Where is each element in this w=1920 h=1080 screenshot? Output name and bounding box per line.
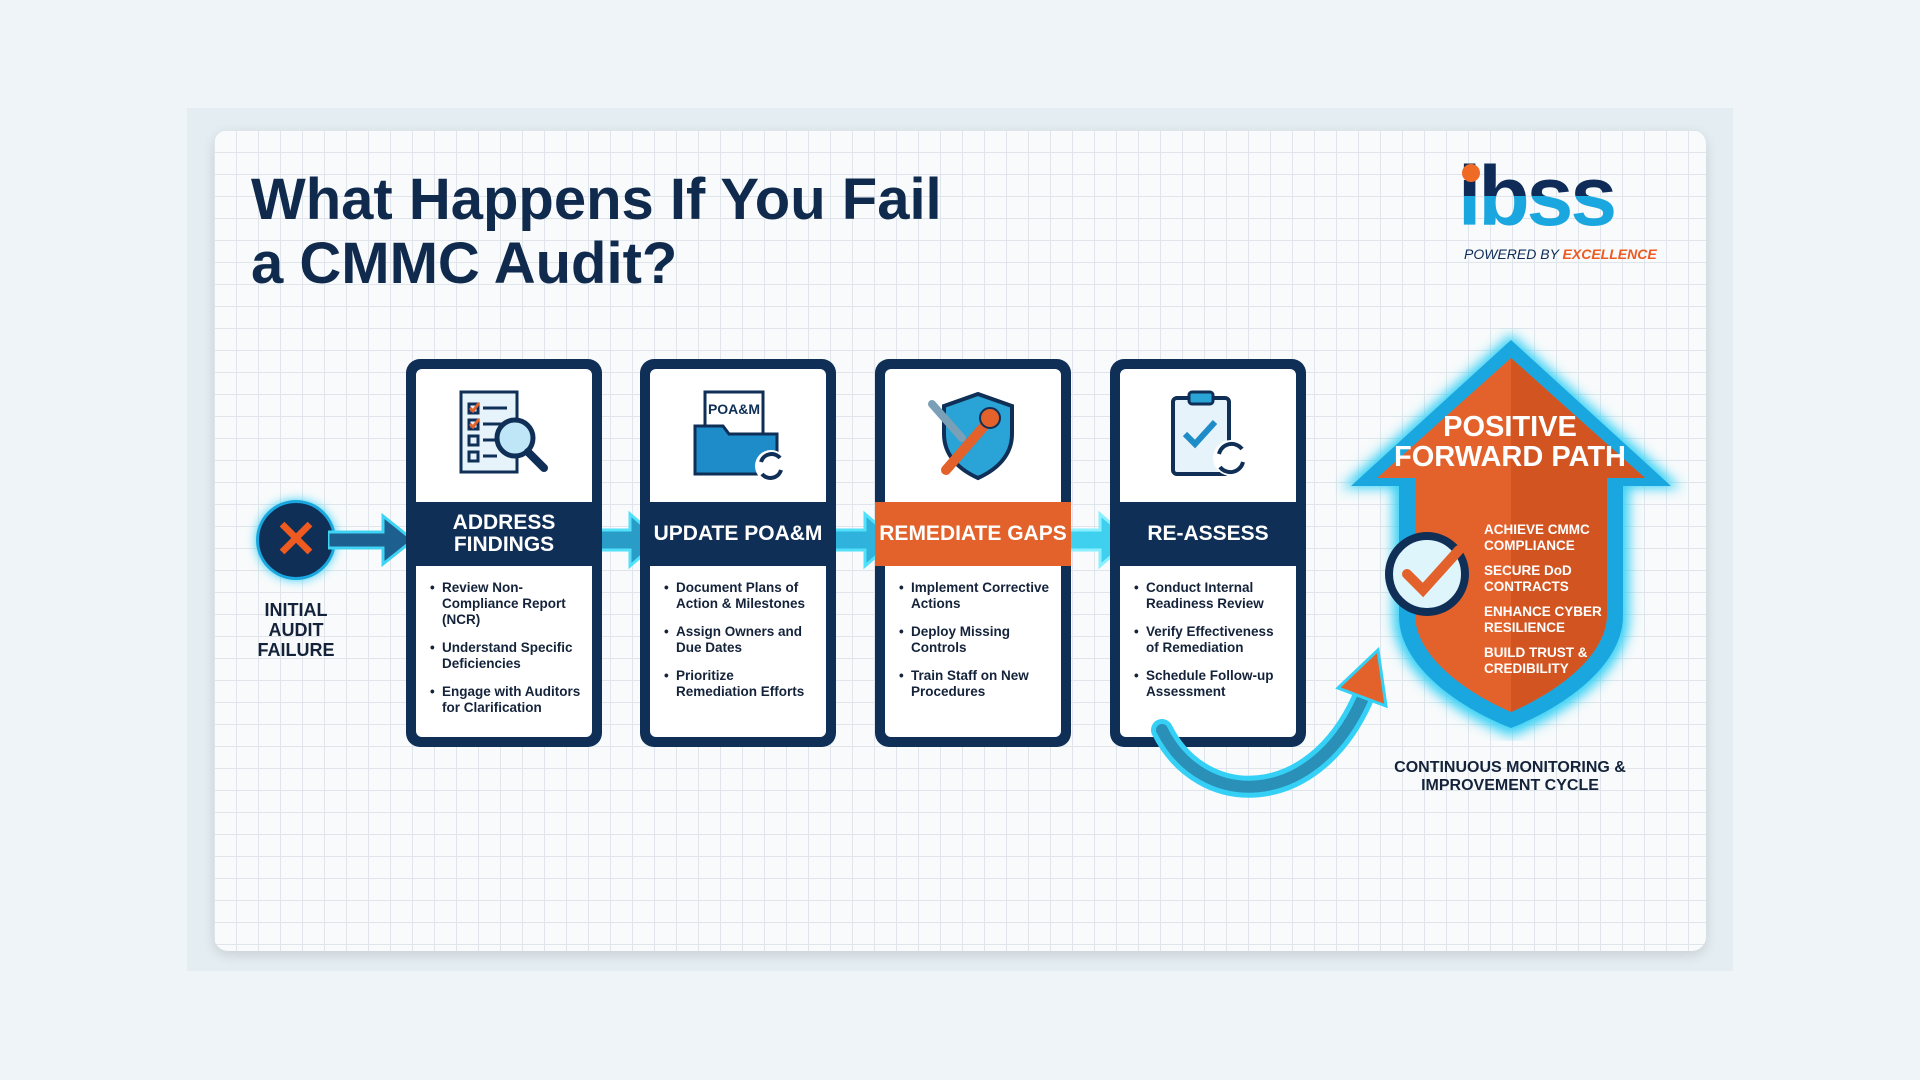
list-item: Engage with Auditors for Clarification — [430, 684, 584, 716]
step-title: RE-ASSESS — [1147, 522, 1269, 545]
wrench-shield-icon — [885, 369, 1061, 502]
step-list: Conduct Internal Readiness Review Verify… — [1120, 566, 1296, 737]
logo-tagline: POWERED BY EXCELLENCE — [1464, 246, 1657, 262]
folder-refresh-icon: POA&M — [650, 369, 826, 502]
svg-text:POA&M: POA&M — [708, 401, 760, 417]
benefits-list: ACHIEVE CMMC COMPLIANCE SECURE DoD CONTR… — [1484, 522, 1624, 686]
list-item: Deploy Missing Controls — [899, 624, 1053, 656]
x-icon: ✕ — [256, 500, 336, 580]
step-remediate-gaps: REMEDIATE GAPS Implement Corrective Acti… — [875, 359, 1071, 747]
step-title: UPDATE POA&M — [653, 522, 823, 545]
initial-failure-label: INITIAL AUDIT FAILURE — [257, 600, 335, 660]
clipboard-refresh-icon — [1120, 369, 1296, 502]
outcome-title: POSITIVE FORWARD PATH — [1394, 411, 1626, 473]
checklist-magnifier-icon — [416, 369, 592, 502]
step-list: Implement Corrective Actions Deploy Miss… — [885, 566, 1061, 737]
benefit-item: ACHIEVE CMMC COMPLIANCE — [1484, 522, 1590, 553]
list-item: Prioritize Remediation Efforts — [664, 668, 818, 700]
shield-arrow-icon — [1341, 334, 1681, 736]
step-re-assess: RE-ASSESS Conduct Internal Readiness Rev… — [1110, 359, 1306, 747]
list-item: Implement Corrective Actions — [899, 580, 1053, 612]
page-title: What Happens If You Fail a CMMC Audit? — [251, 168, 942, 296]
ibss-logo: ibss POWERED BY EXCELLENCE — [1458, 156, 1668, 276]
arrow-icon — [328, 512, 416, 568]
benefit-item: SECURE DoD CONTRACTS — [1484, 563, 1572, 594]
list-item: Train Staff on New Procedures — [899, 668, 1053, 700]
list-item: Verify Effectiveness of Remediation — [1134, 624, 1288, 656]
curved-arrow-icon — [1151, 646, 1388, 798]
step-list: Review Non-Compliance Report (NCR) Under… — [416, 566, 592, 737]
benefit-item: ENHANCE CYBER RESILIENCE — [1484, 604, 1602, 635]
cycle-caption: CONTINUOUS MONITORING & IMPROVEMENT CYCL… — [1394, 759, 1626, 794]
logo-wordmark: ibss — [1458, 156, 1617, 236]
title-line-2: a CMMC Audit? — [251, 231, 678, 296]
step-address-findings: ADDRESS FINDINGS Review Non-Compliance R… — [406, 359, 602, 747]
list-item: Assign Owners and Due Dates — [664, 624, 818, 656]
list-item: Document Plans of Action & Milestones — [664, 580, 818, 612]
logo-dot — [1462, 164, 1480, 182]
step-update-poam: POA&M UPDATE POA&M Document Plans of Act… — [640, 359, 836, 747]
step-title: ADDRESS FINDINGS — [452, 511, 556, 556]
list-item: Conduct Internal Readiness Review — [1134, 580, 1288, 612]
list-item: Schedule Follow-up Assessment — [1134, 668, 1288, 700]
list-item: Understand Specific Deficiencies — [430, 640, 584, 672]
list-item: Review Non-Compliance Report (NCR) — [430, 580, 584, 628]
benefit-item: BUILD TRUST & CREDIBILITY — [1484, 645, 1588, 676]
step-list: Document Plans of Action & Milestones As… — [650, 566, 826, 737]
step-title: REMEDIATE GAPS — [875, 502, 1071, 566]
title-line-1: What Happens If You Fail — [251, 167, 942, 232]
